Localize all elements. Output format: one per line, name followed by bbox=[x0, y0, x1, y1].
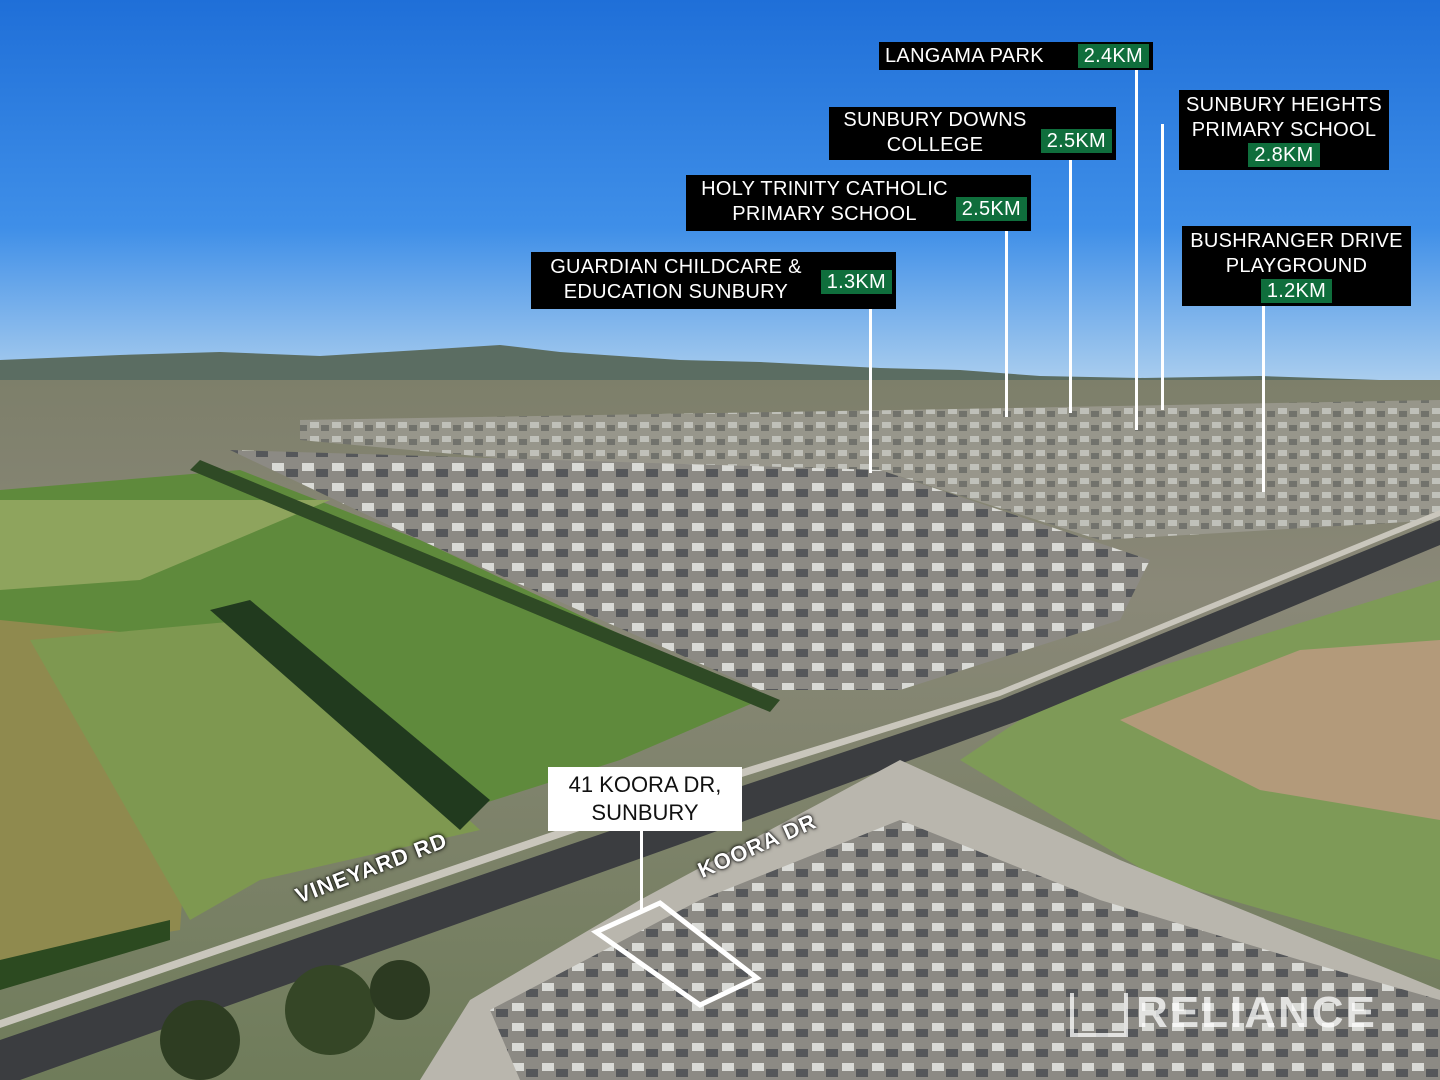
leader-line-property bbox=[640, 830, 643, 910]
distance-badge: 2.4KM bbox=[1077, 44, 1149, 68]
distance-badge: 1.2KM bbox=[1260, 279, 1333, 303]
distance-badge: 1.3KM bbox=[820, 270, 892, 294]
callout-label: HOLY TRINITY CATHOLIC PRIMARY SCHOOL bbox=[701, 178, 948, 225]
property-address-label: 41 KOORA DR, SUNBURY bbox=[548, 767, 742, 831]
callout-label: SUNBURY DOWNS COLLEGE bbox=[843, 109, 1027, 156]
callout-holy-trinity-catholic-primary-school: HOLY TRINITY CATHOLIC PRIMARY SCHOOL 2.5… bbox=[686, 175, 1031, 231]
leader-line-holy-trinity bbox=[1005, 231, 1008, 417]
callout-label: GUARDIAN CHILDCARE & EDUCATION SUNBURY bbox=[550, 256, 802, 303]
callout-bushranger-drive-playground: BUSHRANGER DRIVE PLAYGROUND 1.2KM bbox=[1182, 226, 1411, 306]
callout-langama-park: LANGAMA PARK 2.4KM bbox=[879, 42, 1153, 70]
leader-line-guardian-childcare bbox=[869, 309, 872, 473]
leader-line-bushranger-playground bbox=[1262, 306, 1265, 492]
leader-line-langama-park bbox=[1135, 68, 1138, 430]
callout-label: LANGAMA PARK bbox=[885, 45, 1044, 67]
callout-sunbury-heights-primary-school: SUNBURY HEIGHTS PRIMARY SCHOOL 2.8KM bbox=[1179, 90, 1389, 170]
reliance-watermark: RELIANCE bbox=[1070, 988, 1377, 1038]
callout-sunbury-downs-college: SUNBURY DOWNS COLLEGE 2.5KM bbox=[829, 107, 1116, 160]
leader-line-sunbury-heights bbox=[1161, 124, 1164, 410]
callout-label: SUNBURY HEIGHTS PRIMARY SCHOOL bbox=[1185, 94, 1383, 141]
leader-line-sunbury-downs-college bbox=[1069, 159, 1072, 413]
distance-badge: 2.8KM bbox=[1248, 143, 1320, 167]
distance-badge: 2.5KM bbox=[1040, 129, 1112, 153]
callout-label: BUSHRANGER DRIVE PLAYGROUND bbox=[1190, 230, 1403, 277]
watermark-text: RELIANCE bbox=[1136, 988, 1377, 1037]
distance-badge: 2.5KM bbox=[955, 197, 1027, 221]
house-logo-icon bbox=[1070, 993, 1128, 1038]
callout-guardian-childcare: GUARDIAN CHILDCARE & EDUCATION SUNBURY 1… bbox=[531, 252, 896, 309]
